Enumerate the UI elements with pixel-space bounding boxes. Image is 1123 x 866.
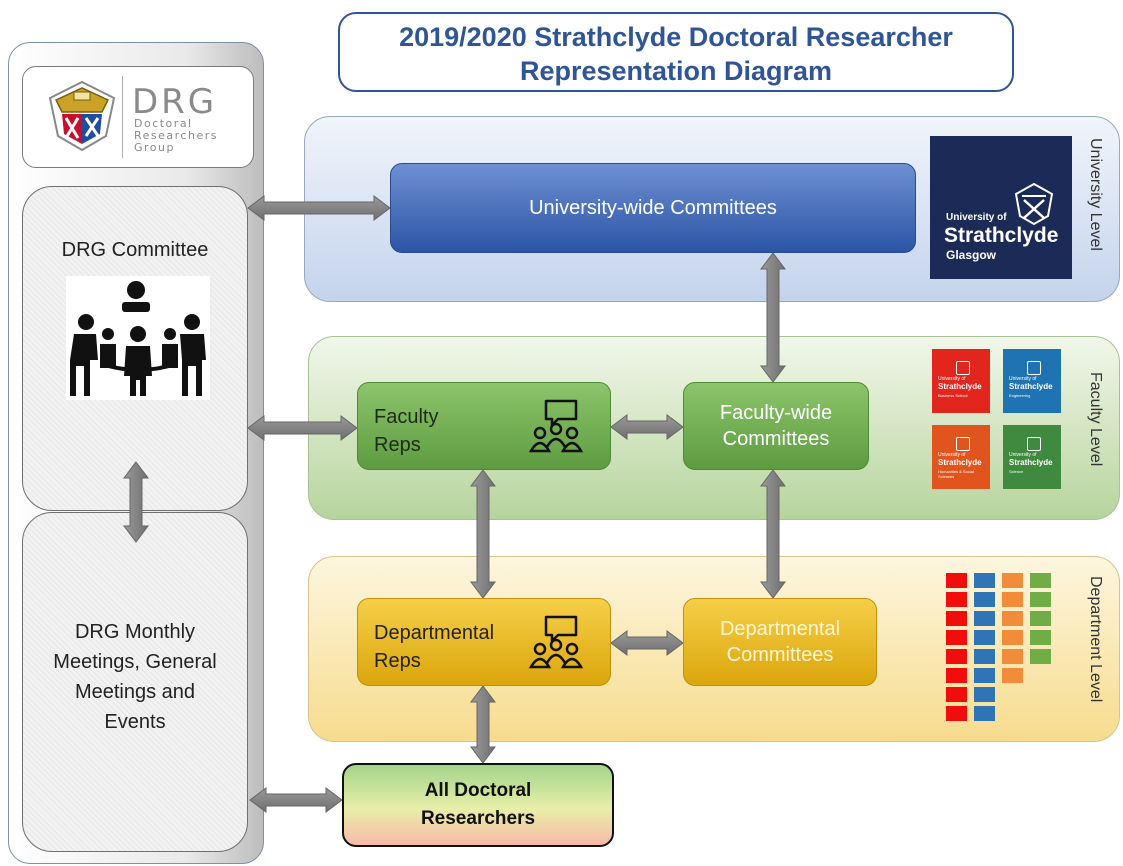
departmental-committees-line: Departmental [719, 618, 841, 640]
all-doctoral-researchers-box: All Doctoral Researchers [342, 763, 614, 847]
drg-monthly-panel: DRG Monthly Meetings, General Meetings a… [22, 512, 248, 852]
department-cell [974, 649, 995, 664]
title-line-1: 2019/2020 Strathclyde Doctoral Researche… [399, 22, 953, 52]
drg-logo-line: Researchers [134, 129, 218, 142]
faculty-committees-line: Faculty-wide [719, 402, 833, 424]
strath-logo-line1: University of [946, 212, 1007, 223]
department-cell [946, 649, 967, 664]
department-level-label: Department Level [1087, 576, 1104, 703]
all-doctoral-line: All Doctoral [424, 780, 532, 801]
department-cell [946, 611, 967, 626]
departmental-reps-line: Departmental [374, 622, 495, 644]
group-chat-icon [528, 615, 584, 669]
all-doctoral-line: Researchers [420, 808, 536, 829]
group-chat-icon [528, 399, 584, 453]
drg-logo-text: DRG [132, 82, 218, 122]
faculty-reps-label: Faculty Reps [374, 403, 438, 459]
department-cell [1030, 649, 1051, 664]
department-cell [946, 687, 967, 702]
drg-crest-icon [48, 80, 116, 152]
drg-committee-label: DRG Committee [61, 239, 209, 261]
department-cell [1030, 630, 1051, 645]
meeting-icon [66, 276, 210, 400]
department-cell [946, 573, 967, 588]
strathclyde-crest-icon [1014, 182, 1054, 226]
faculty-logo-line1: University of [1009, 376, 1037, 382]
department-cell [1002, 649, 1023, 664]
drg-logo-line: Group [134, 141, 175, 154]
departmental-reps-line: Reps [374, 650, 421, 672]
faculty-reps-line: Faculty [374, 406, 439, 428]
strathclyde-logo: University of Strathclyde Glasgow [930, 136, 1072, 279]
department-cell [946, 592, 967, 607]
department-cell [1002, 630, 1023, 645]
faculty-logo-crest-icon [956, 361, 970, 375]
drg-logo-line: Doctoral [134, 117, 193, 130]
department-cell [974, 573, 995, 588]
faculty-logo-sub: Science [1009, 469, 1024, 474]
faculty-logo-line2: Strathclyde [1009, 458, 1053, 467]
faculty-logo-line1: University of [938, 376, 966, 382]
faculty-reps-box: Faculty Reps [357, 382, 611, 470]
faculty-logo-line1: University of [938, 452, 966, 458]
department-cell [1002, 611, 1023, 626]
strath-logo-line2: Strathclyde [944, 224, 1059, 247]
departmental-committees-box: Departmental Committees [683, 598, 877, 686]
departmental-committees-label: Departmental Committees [720, 616, 840, 668]
university-committees-box: University-wide Committees [390, 163, 916, 253]
department-cell [946, 668, 967, 683]
departmental-reps-box: Departmental Reps [357, 598, 611, 686]
drg-monthly-text: DRG Monthly Meetings, General Meetings a… [23, 617, 247, 737]
faculty-logo-sub: Humanities & Social Sciences [938, 469, 974, 479]
department-cell [946, 630, 967, 645]
faculty-logo-sub: Engineering [1009, 393, 1031, 398]
faculty-reps-line: Reps [374, 434, 421, 456]
department-cell [1030, 573, 1051, 588]
title-line-2: Representation Diagram [519, 56, 833, 86]
department-cell [1002, 668, 1023, 683]
drg-monthly-line: Events [104, 711, 166, 733]
department-cell [1002, 573, 1023, 588]
faculty-committees-line: Committees [722, 428, 830, 450]
faculty-committees-label: Faculty-wide Committees [720, 400, 832, 452]
faculty-logo-crest-icon [956, 437, 970, 451]
department-cell [946, 706, 967, 721]
department-cell [974, 630, 995, 645]
faculty-logo-line2: Strathclyde [938, 458, 982, 467]
diagram-title: 2019/2020 Strathclyde Doctoral Researche… [338, 12, 1014, 92]
logo-divider [122, 76, 123, 158]
faculty-logo-line1: University of [1009, 452, 1037, 458]
department-cell [974, 611, 995, 626]
department-cell [1030, 592, 1051, 607]
faculty-logo-sub: Business School [938, 393, 968, 398]
departmental-committees-line: Committees [726, 644, 834, 666]
drg-monthly-line: DRG Monthly [74, 621, 196, 643]
faculty-logo-line2: Strathclyde [938, 382, 982, 391]
faculty-committees-box: Faculty-wide Committees [683, 382, 869, 470]
department-cell [974, 706, 995, 721]
department-cell [974, 592, 995, 607]
department-cell [1030, 611, 1051, 626]
university-committees-label: University-wide Committees [529, 196, 777, 219]
university-level-label: University Level [1087, 138, 1104, 251]
department-cell [974, 668, 995, 683]
department-cell [1002, 592, 1023, 607]
drg-monthly-line: Meetings and [74, 681, 196, 703]
departmental-reps-label: Departmental Reps [374, 619, 494, 675]
department-cell [974, 687, 995, 702]
faculty-logo-crest-icon [1027, 361, 1041, 375]
faculty-logo-crest-icon [1027, 437, 1041, 451]
drg-monthly-line: Meetings, General [53, 651, 217, 673]
faculty-logo-line2: Strathclyde [1009, 382, 1053, 391]
strath-logo-line3: Glasgow [946, 248, 997, 262]
faculty-level-label: Faculty Level [1087, 372, 1104, 467]
drg-logo-subtext: Doctoral Researchers Group [134, 118, 244, 154]
